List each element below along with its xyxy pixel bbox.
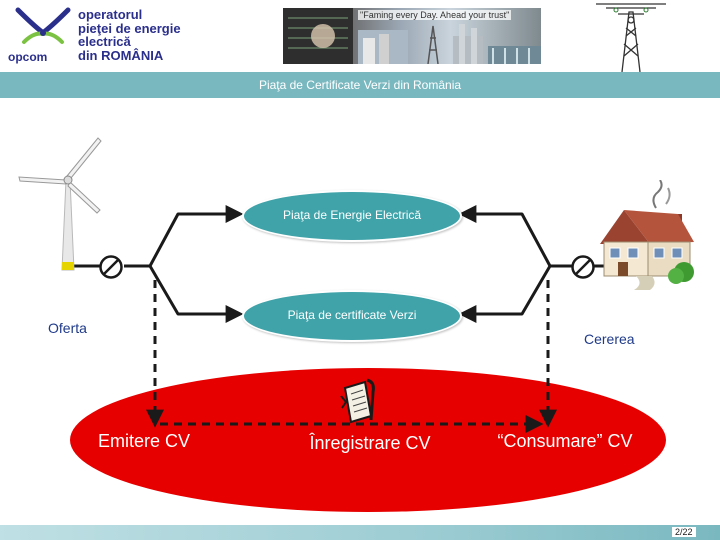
- stage-consume-text: “Consumare” CV: [497, 431, 633, 451]
- logo-line: pieţei de energie: [78, 20, 181, 36]
- banner-illustration: [283, 8, 541, 64]
- supply-label: Oferta: [48, 320, 87, 336]
- house-icon: [600, 180, 694, 290]
- meter-icon: [571, 255, 595, 279]
- logo-company-name: operatorul pieţei de energie electrică d…: [78, 8, 181, 62]
- energy-market-node: [242, 190, 462, 242]
- supply-connectors: [70, 205, 244, 323]
- footer-bar: [0, 525, 720, 540]
- logo-wordmark: opcom: [8, 50, 48, 64]
- certificate-flow: [146, 280, 557, 433]
- page-title: Piaţa de Certificate Verzi din România: [258, 78, 462, 92]
- registry-area: [70, 368, 666, 512]
- title-bar: [0, 72, 720, 98]
- stage-register: Înregistrare CV: [300, 432, 440, 454]
- certificate-market-label: Piaţa de certificate Verzi: [287, 308, 417, 322]
- demand-label: Cererea: [584, 331, 635, 347]
- page-number: 2/22: [672, 527, 696, 537]
- meter-icon: [99, 255, 123, 279]
- certificate-market-node: [242, 290, 462, 342]
- logo-line: operatorul: [78, 7, 143, 22]
- stage-consume: “Consumare” CV: [490, 430, 640, 452]
- energy-market-label: Piaţa de Energie Electrică: [282, 208, 422, 222]
- certificate-icon: [340, 378, 375, 424]
- stage-register-text: Înregistrare CV: [309, 433, 431, 453]
- logo-line: din ROMÂNIA: [78, 47, 164, 63]
- stage-issue: Emitere CV: [98, 431, 191, 451]
- opcom-logo-icon: [15, 7, 71, 44]
- logo-line: electrică: [78, 34, 131, 49]
- power-pylon-icon: [596, 3, 666, 72]
- wind-turbine-icon: [18, 137, 102, 271]
- header-banner: "Faming every Day. Ahead your trust": [283, 8, 541, 64]
- banner-slogan: "Faming every Day. Ahead your trust": [358, 10, 512, 20]
